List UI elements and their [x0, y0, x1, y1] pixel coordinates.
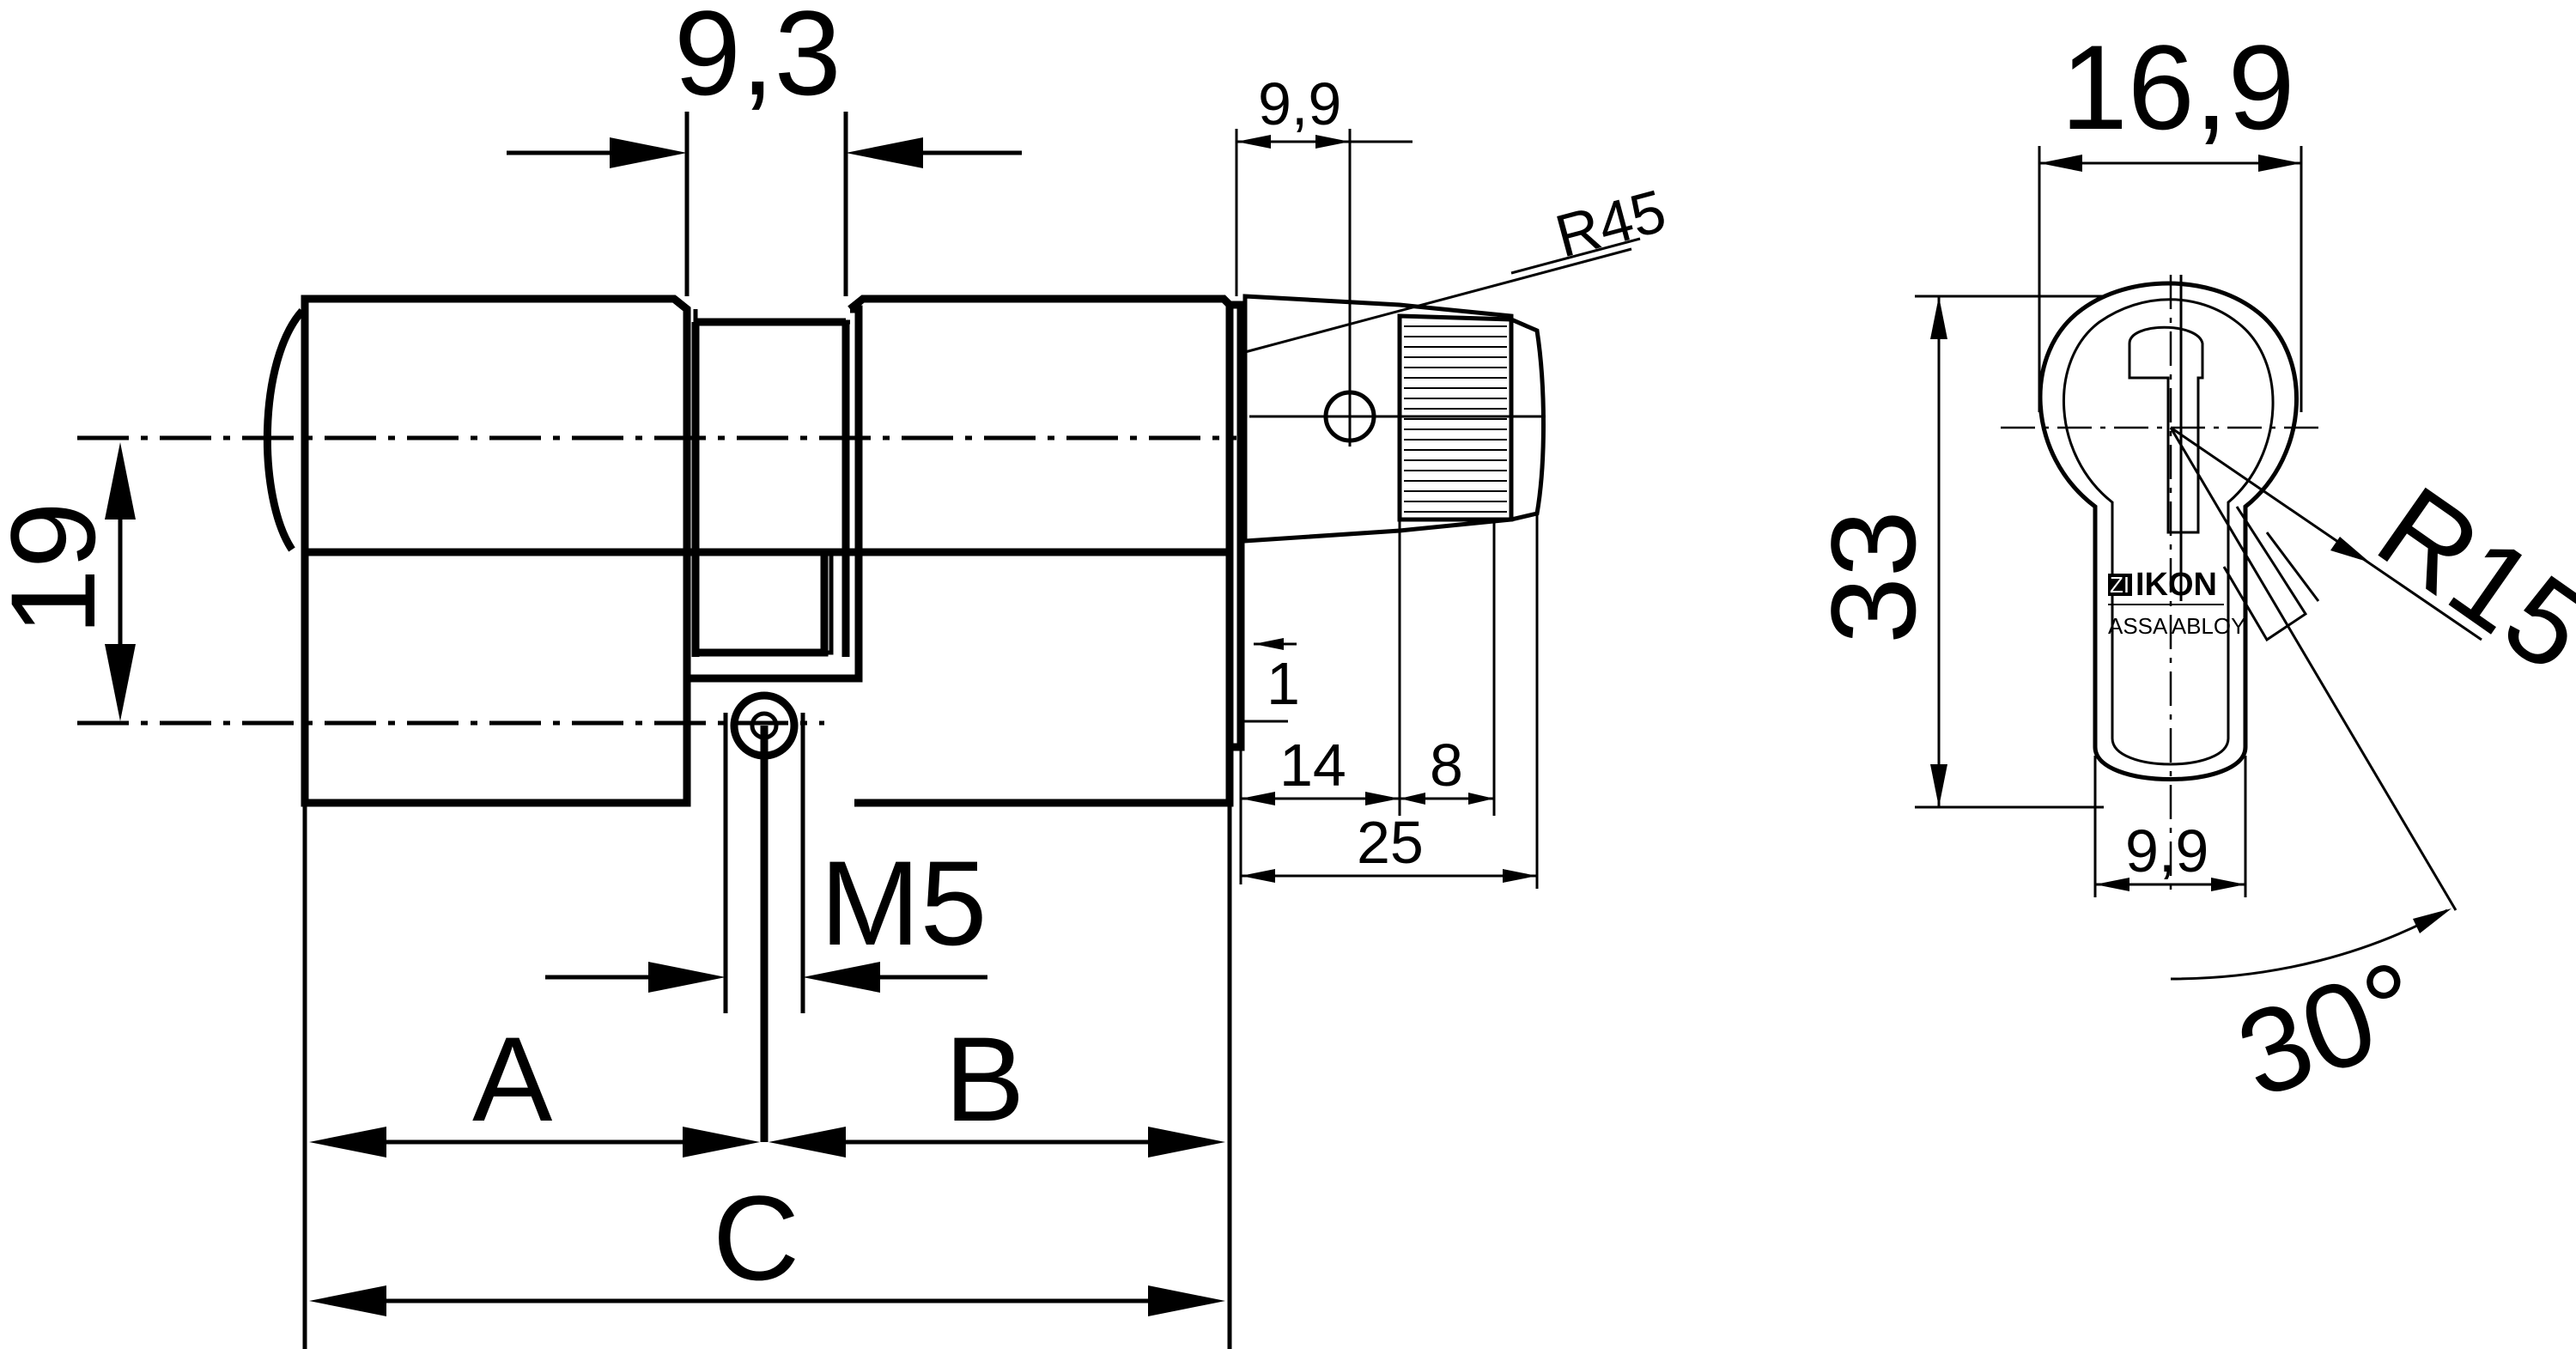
dim-14-arrow-left [1241, 792, 1275, 805]
dim-19-arrow-bottom [105, 644, 136, 721]
cylinder-right-body [848, 295, 1234, 807]
dim-9-3-arrow-left [610, 137, 687, 168]
dim-9-3-arrow-right [846, 137, 923, 168]
r45-leader [1244, 247, 1632, 354]
r15-label: R15 [2355, 460, 2576, 697]
logo-mark: ZI [2110, 572, 2129, 598]
angle-leader [2169, 427, 2458, 911]
profile-inner-outline [2062, 298, 2275, 766]
dim-m5-label: M5 [820, 836, 987, 970]
dim-19-arrow-top [105, 442, 136, 520]
angle-arc [2170, 908, 2448, 981]
dim-25-arrow-right [1503, 869, 1537, 883]
profile-keyway [2128, 325, 2204, 534]
dim-33-label: 33 [1806, 510, 1941, 644]
dim-a-label: A [472, 1012, 553, 1146]
cam-pocket [691, 554, 829, 657]
thumbturn-grip [1397, 313, 1546, 522]
dim-c-label: C [713, 1170, 799, 1305]
brand-logo: ZI IKON ASSA ABLOY [2108, 567, 2245, 639]
dim-9-9-arrow-left [1236, 135, 1271, 149]
profile-outline [2038, 281, 2299, 781]
dim-bottom-label: 9,9 [2125, 817, 2208, 884]
dim-bottom-arrow-left [2095, 878, 2129, 891]
dim-33-arrow-bottom [1930, 764, 1947, 807]
dim-16-9-arrow-left [2039, 155, 2082, 172]
r45-label: R45 [1549, 177, 1673, 270]
r15-leader [2170, 426, 2482, 641]
dim-16-9-arrow-right [2258, 155, 2301, 172]
dim-8-arrow-left [1400, 793, 1425, 805]
cam-slot [671, 295, 863, 683]
dim-m5-arrow-left [648, 962, 726, 993]
dim-33-arrow-top [1930, 296, 1947, 339]
dim-c-arrow-right [1148, 1285, 1225, 1316]
dim-9-9-label: 9,9 [1258, 70, 1341, 137]
angle-arrow-right [2413, 908, 2451, 933]
r45-leader-ext [1510, 237, 1641, 275]
dim-1-label: 1 [1267, 650, 1300, 717]
profile-cam [2222, 506, 2308, 642]
dim-c-arrow-left [309, 1285, 386, 1316]
knurl-pattern [1404, 325, 1507, 513]
dim-1-arrow [1254, 638, 1284, 650]
logo-group: ASSA ABLOY [2108, 613, 2245, 639]
cylinder-end-cap [263, 308, 306, 552]
dim-19-label: 19 [0, 501, 120, 635]
dim-25-arrow-left [1241, 869, 1275, 883]
dim-25-label: 25 [1357, 809, 1424, 876]
dim-8-label: 8 [1430, 732, 1463, 799]
logo-mark-box [2108, 574, 2132, 596]
angle-label: 30° [2221, 934, 2439, 1123]
dim-b-arrow-left [769, 1127, 846, 1158]
logo-name: IKON [2136, 567, 2217, 603]
dim-14-label: 14 [1279, 732, 1346, 799]
dim-a-arrow-right [683, 1127, 760, 1158]
thumbturn-flange [1230, 301, 1245, 751]
dim-16-9-label: 16,9 [2061, 20, 2294, 155]
r15-arrow [2330, 537, 2370, 562]
front-view: 9,3 19 M5 A B C [0, 0, 1236, 1349]
dim-m5-arrow-right [803, 962, 880, 993]
dim-9-9-arrow-right [1315, 135, 1350, 149]
dim-b-label: B [945, 1012, 1024, 1146]
dim-b-arrow-right [1148, 1127, 1225, 1158]
dim-14-arrow-right [1365, 792, 1400, 805]
thumbturn-view: R45 9,9 1 14 8 25 [1230, 70, 1673, 889]
dim-9-3-label: 9,3 [674, 0, 841, 120]
dim-a-arrow-left [309, 1127, 386, 1158]
profile-view: ZI IKON ASSA ABLOY 16,9 33 R15 30° [1806, 20, 2576, 1123]
cam-inner-line [2265, 532, 2320, 602]
dim-bottom-arrow-right [2211, 878, 2245, 891]
dim-8-arrow-right [1468, 793, 1494, 805]
